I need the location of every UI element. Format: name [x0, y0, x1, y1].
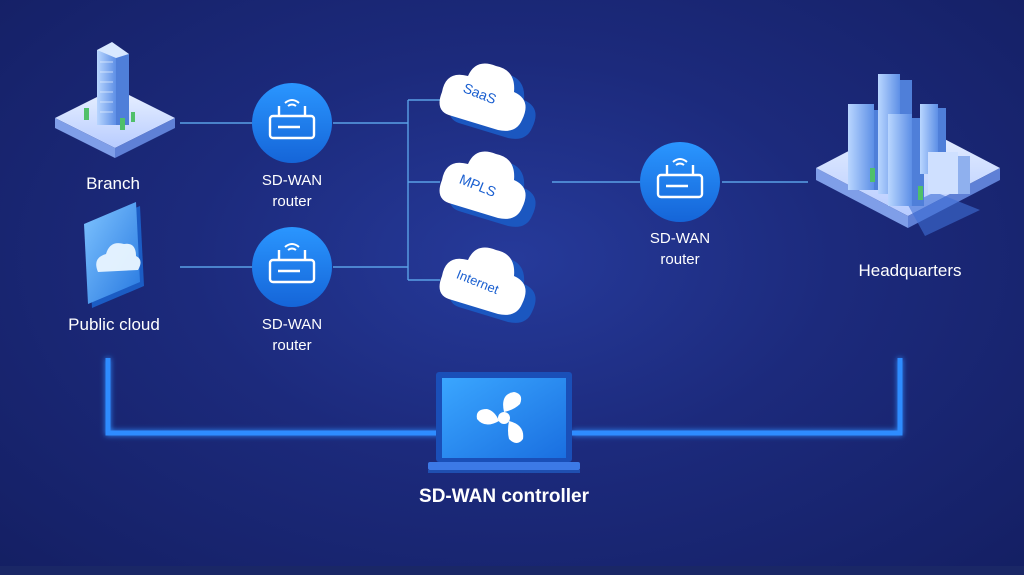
- branch-router-label-line2: router: [272, 193, 312, 210]
- cloud-router-label-line2: router: [272, 337, 312, 354]
- controller-link-left: [105, 358, 440, 436]
- hq-router-label-line1: SD-WAN: [649, 230, 711, 247]
- mpls-cloud-icon: MPLS: [439, 151, 536, 227]
- controller-label: SD-WAN controller: [419, 486, 589, 507]
- branch-router-label-line1: SD-WAN: [261, 172, 323, 189]
- branch-router-label: SD-WAN router: [232, 170, 352, 212]
- cloud-router-label-line1: SD-WAN: [261, 316, 323, 333]
- saas-cloud-icon: SaaS: [439, 63, 536, 139]
- headquarters-label: Headquarters: [858, 261, 962, 280]
- router-icon-hq: [640, 142, 720, 222]
- router-icon-branch: [252, 83, 332, 163]
- public-cloud-label: Public cloud: [68, 315, 160, 334]
- router-icon-cloud: [252, 227, 332, 307]
- controller-link-right: [572, 358, 903, 436]
- headquarters-building-icon: [816, 74, 1000, 236]
- controller-links: [105, 358, 903, 436]
- bottom-strip: [0, 566, 1024, 575]
- controller-fan-icon: [476, 392, 524, 443]
- cloud-router-label: SD-WAN router: [232, 314, 352, 356]
- hq-router-label: SD-WAN router: [620, 228, 740, 270]
- public-cloud-icon: [84, 202, 144, 308]
- branch-label: Branch: [86, 174, 140, 193]
- network-links: [180, 99, 808, 281]
- controller-laptop-icon: [428, 372, 580, 473]
- internet-cloud-icon: Internet: [439, 247, 536, 323]
- hq-router-label-line2: router: [660, 251, 700, 268]
- branch-building-icon: [55, 42, 175, 158]
